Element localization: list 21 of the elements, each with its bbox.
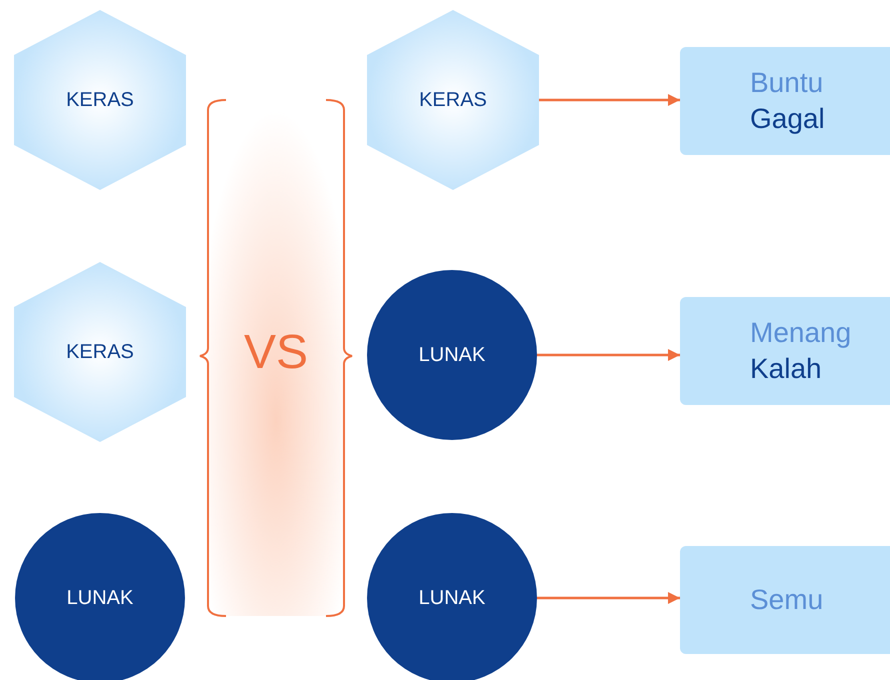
node-label: Semu: [750, 582, 824, 617]
node-label: VS: [244, 324, 308, 381]
node-label: Kalah: [750, 352, 822, 386]
result-box: [680, 546, 890, 654]
node-label: KERAS: [419, 88, 487, 113]
node-label: KERAS: [66, 340, 134, 365]
result-box: [680, 297, 890, 405]
hexagon-node: [14, 10, 186, 190]
node-label: Buntu: [750, 66, 824, 100]
arrow: [537, 349, 680, 361]
node-label: LUNAK: [418, 586, 486, 611]
hexagon-node: [367, 10, 539, 190]
node-label: LUNAK: [418, 343, 486, 368]
arrow: [537, 592, 680, 604]
node-label: Menang: [750, 316, 852, 350]
node-label: Gagal: [750, 102, 825, 136]
hexagon-node: [14, 262, 186, 442]
arrow: [539, 94, 680, 106]
result-box: [680, 47, 890, 155]
node-label: KERAS: [66, 88, 134, 113]
node-label: LUNAK: [66, 586, 134, 611]
